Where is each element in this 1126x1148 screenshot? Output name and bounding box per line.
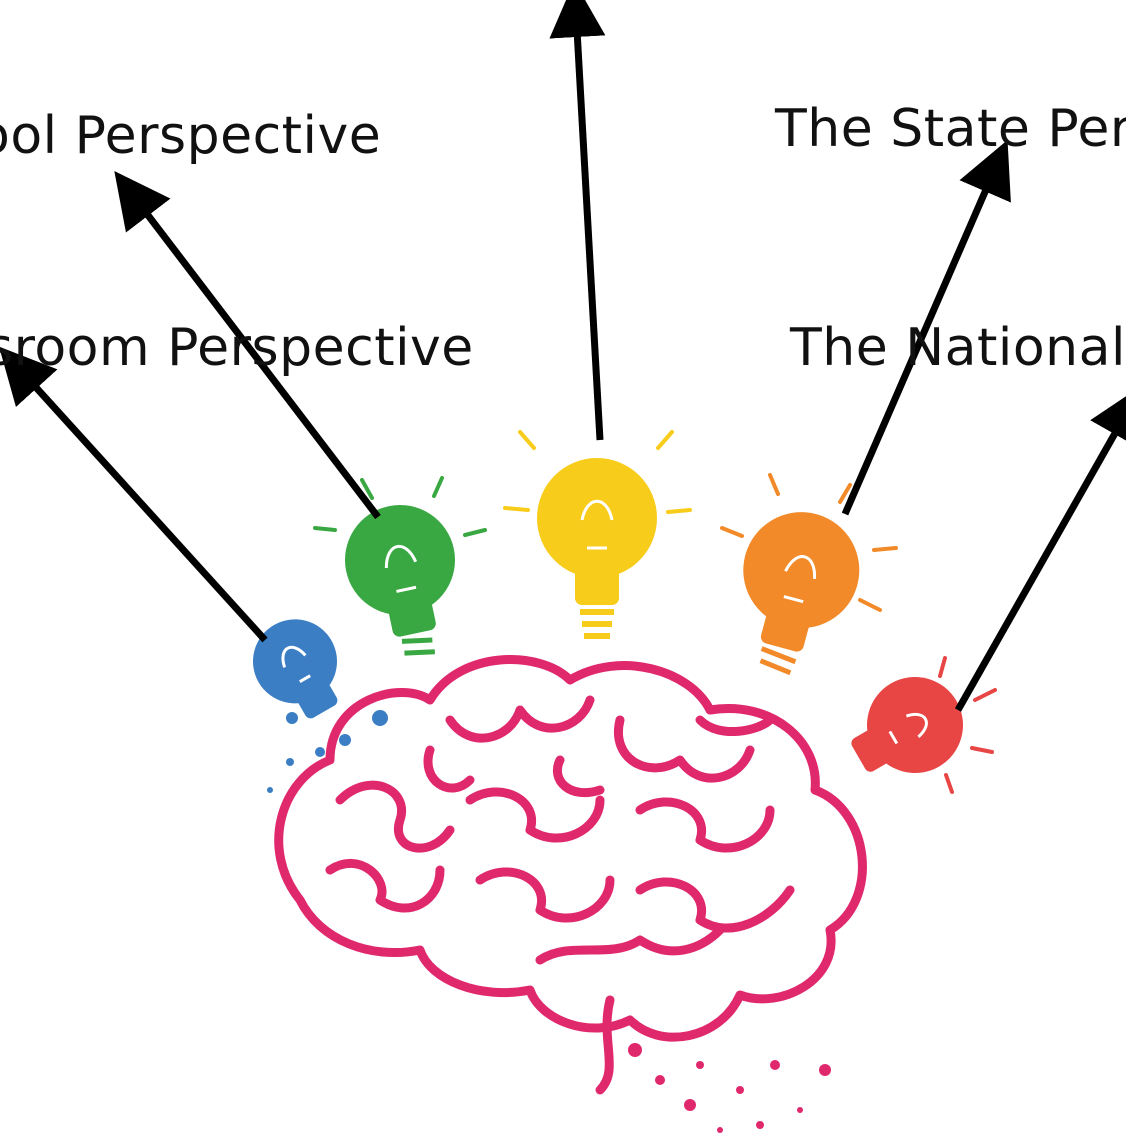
blue-lightbulb-icon bbox=[253, 619, 338, 719]
yellow-lightbulb-icon bbox=[537, 458, 657, 639]
state-perspective-label: The State Per bbox=[775, 99, 1126, 159]
school-perspective-label: ool Perspective bbox=[0, 106, 382, 166]
green-lightbulb-icon bbox=[345, 505, 455, 656]
orange-rays bbox=[720, 473, 898, 612]
arrow-to-state bbox=[841, 140, 1011, 516]
national-perspective-label: The National bbox=[790, 318, 1126, 378]
arrow-to-national bbox=[954, 385, 1126, 712]
arrow-to-top bbox=[549, 0, 606, 441]
classroom-perspective-label: sroom Perspective bbox=[0, 318, 474, 378]
brain-icon bbox=[274, 655, 867, 1095]
arrow-to-classroom bbox=[0, 346, 268, 643]
arrow-to-school bbox=[114, 171, 381, 520]
red-lightbulb-icon bbox=[851, 677, 963, 773]
blue-splatter bbox=[267, 710, 388, 793]
yellow-rays bbox=[503, 430, 692, 514]
orange-lightbulb-icon bbox=[743, 512, 860, 676]
green-rays bbox=[313, 476, 487, 537]
red-rays bbox=[938, 656, 997, 794]
arrows bbox=[0, 0, 1126, 712]
brain-splatter bbox=[628, 1043, 831, 1133]
